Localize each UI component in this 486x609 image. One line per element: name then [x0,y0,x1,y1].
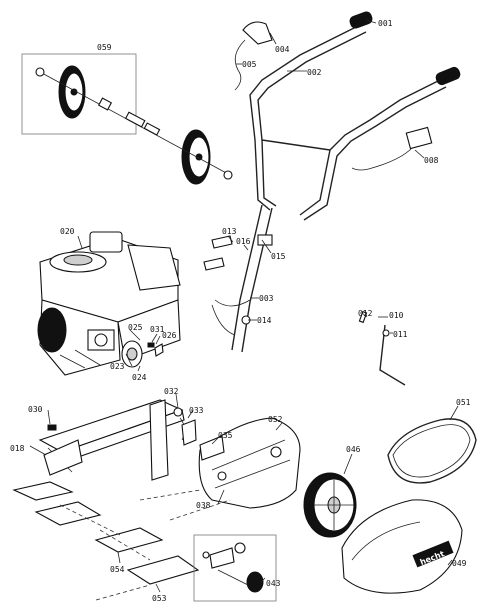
clutch-kit-box [193,534,277,602]
label-001: 001 [378,19,393,28]
bracket-013 [203,235,233,271]
label-033: 033 [189,406,204,415]
drive-belt [387,418,477,484]
label-010: 010 [389,311,404,320]
label-004: 004 [275,45,290,54]
pulley-023 [121,340,143,368]
label-015: 015 [271,252,286,261]
label-049: 049 [452,559,467,568]
wheel-axle [35,67,233,180]
label-051: 051 [456,398,471,407]
label-020: 020 [60,227,75,236]
leader-lines [29,19,459,593]
bottom-frame [38,399,197,481]
tine-blades [12,481,200,585]
label-016: 016 [236,237,251,246]
label-035: 035 [218,431,233,440]
label-023: 023 [110,362,125,371]
label-031: 031 [150,325,165,334]
label-024: 024 [132,373,147,382]
label-032: 032 [164,387,179,396]
clutch-kit [202,542,264,593]
label-030: 030 [28,405,43,414]
label-043: 043 [266,579,281,588]
label-059: 059 [97,43,112,52]
large-pulley [303,472,357,538]
assembly-guides [95,489,231,601]
label-046: 046 [346,445,361,454]
label-005: 005 [242,60,257,69]
clutch-lever [351,126,433,171]
engine [37,231,181,376]
wheel-left [58,65,86,119]
throttle-lever [234,21,273,91]
handle-grip-right [435,66,461,86]
key-031 [147,342,164,357]
label-054: 054 [110,565,125,574]
wheel-kit-box [21,53,137,135]
handlebar-frame [249,24,447,221]
wheel-right [181,129,211,185]
label-013: 013 [222,227,237,236]
label-052: 052 [268,415,283,424]
label-053: 053 [152,594,167,603]
tiller-column [211,204,273,353]
label-014: 014 [257,316,272,325]
handle-grip-left [349,11,373,29]
label-026: 026 [162,331,177,340]
label-025: 025 [128,323,143,332]
label-038: 038 [196,501,211,510]
label-012: 012 [358,309,373,318]
label-008: 008 [424,156,439,165]
transmission-plate [198,417,301,509]
label-011: 011 [393,330,408,339]
belt-guard: hecht [341,499,463,594]
label-002: 002 [307,68,322,77]
label-018: 018 [10,444,25,453]
depth-rod [358,310,406,386]
label-003: 003 [259,294,274,303]
